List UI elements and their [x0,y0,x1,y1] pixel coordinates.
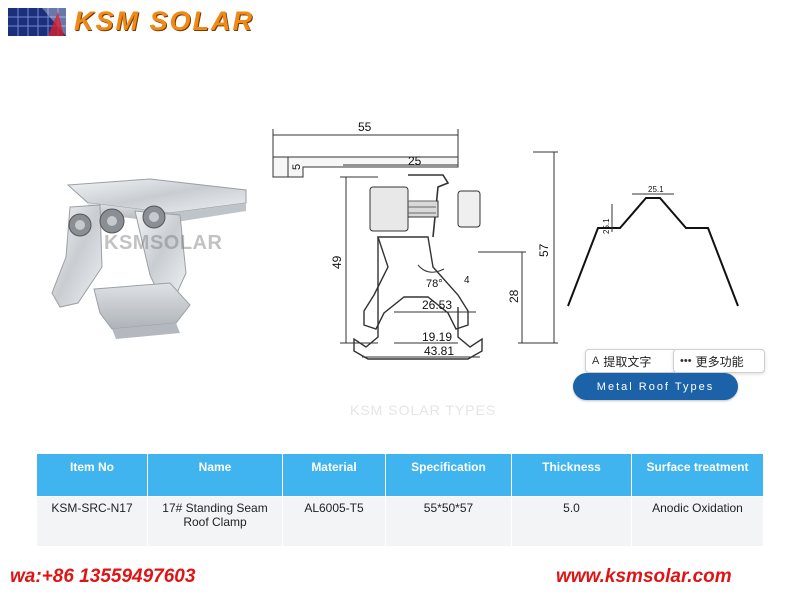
more-functions-button[interactable]: ••• 更多功能 [673,349,765,373]
brand-name: KSM SOLAR [74,6,254,36]
watermark: KSMSOLAR [104,232,223,254]
dim-base-width: 43.81 [424,344,454,358]
cell-material: AL6005-T5 [282,496,386,547]
text-scan-icon: A [592,355,600,367]
product-photo [0,107,258,365]
dim-body-height: 49 [330,255,344,269]
dim-lip-height: 5 [291,164,303,170]
dim-leg-thickness: 4 [464,275,470,286]
extract-text-button[interactable]: A 提取文字 [585,349,677,373]
solar-panel-icon [8,8,66,36]
website-url[interactable]: www.ksmsolar.com [556,566,732,587]
dim-angle: 78° [426,278,443,290]
technical-drawing: 55 5 25 57 49 28 78° 4 26.53 19.19 43.81 [258,107,562,407]
table-header-row: Item No Name Material Specification Thic… [36,453,764,497]
dim-width-top: 55 [358,120,372,134]
dim-gap-width: 19.19 [422,330,452,344]
dim-inner-width: 25 [408,154,422,168]
dim-leg-height: 28 [507,289,521,303]
table-row: KSM-SRC-N17 17# Standing Seam Roof Clamp… [36,496,764,547]
contact-phone: wa:+86 13559497603 [10,566,196,587]
col-header-name: Name [147,453,283,497]
cell-surface-treatment: Anodic Oxidation [631,496,764,547]
more-dots-icon: ••• [680,355,692,367]
extract-text-label: 提取文字 [603,354,652,369]
col-header-material: Material [282,453,386,497]
spec-table: Item No Name Material Specification Thic… [36,453,764,547]
dim-total-height: 57 [537,243,551,257]
roof-profile-drawing: 25.1 25.1 [562,170,800,315]
metal-roof-types-badge[interactable]: Metal Roof Types [573,373,738,400]
col-header-thickness: Thickness [511,453,632,497]
cell-name: 17# Standing Seam Roof Clamp [147,496,283,547]
dim-mid-width: 26.53 [422,298,452,312]
profile-top-width: 25.1 [648,185,664,194]
cell-specification: 55*50*57 [385,496,512,547]
logo: KSM SOLAR [8,6,258,36]
cell-thickness: 5.0 [511,496,632,547]
ghost-caption: KSM SOLAR TYPES [350,402,497,418]
col-header-specification: Specification [385,453,512,497]
col-header-item-no: Item No [36,453,148,497]
col-header-surface-treatment: Surface treatment [631,453,764,497]
profile-side-height: 25.1 [602,218,611,234]
cell-item-no: KSM-SRC-N17 [36,496,148,547]
more-functions-label: 更多功能 [695,354,744,369]
